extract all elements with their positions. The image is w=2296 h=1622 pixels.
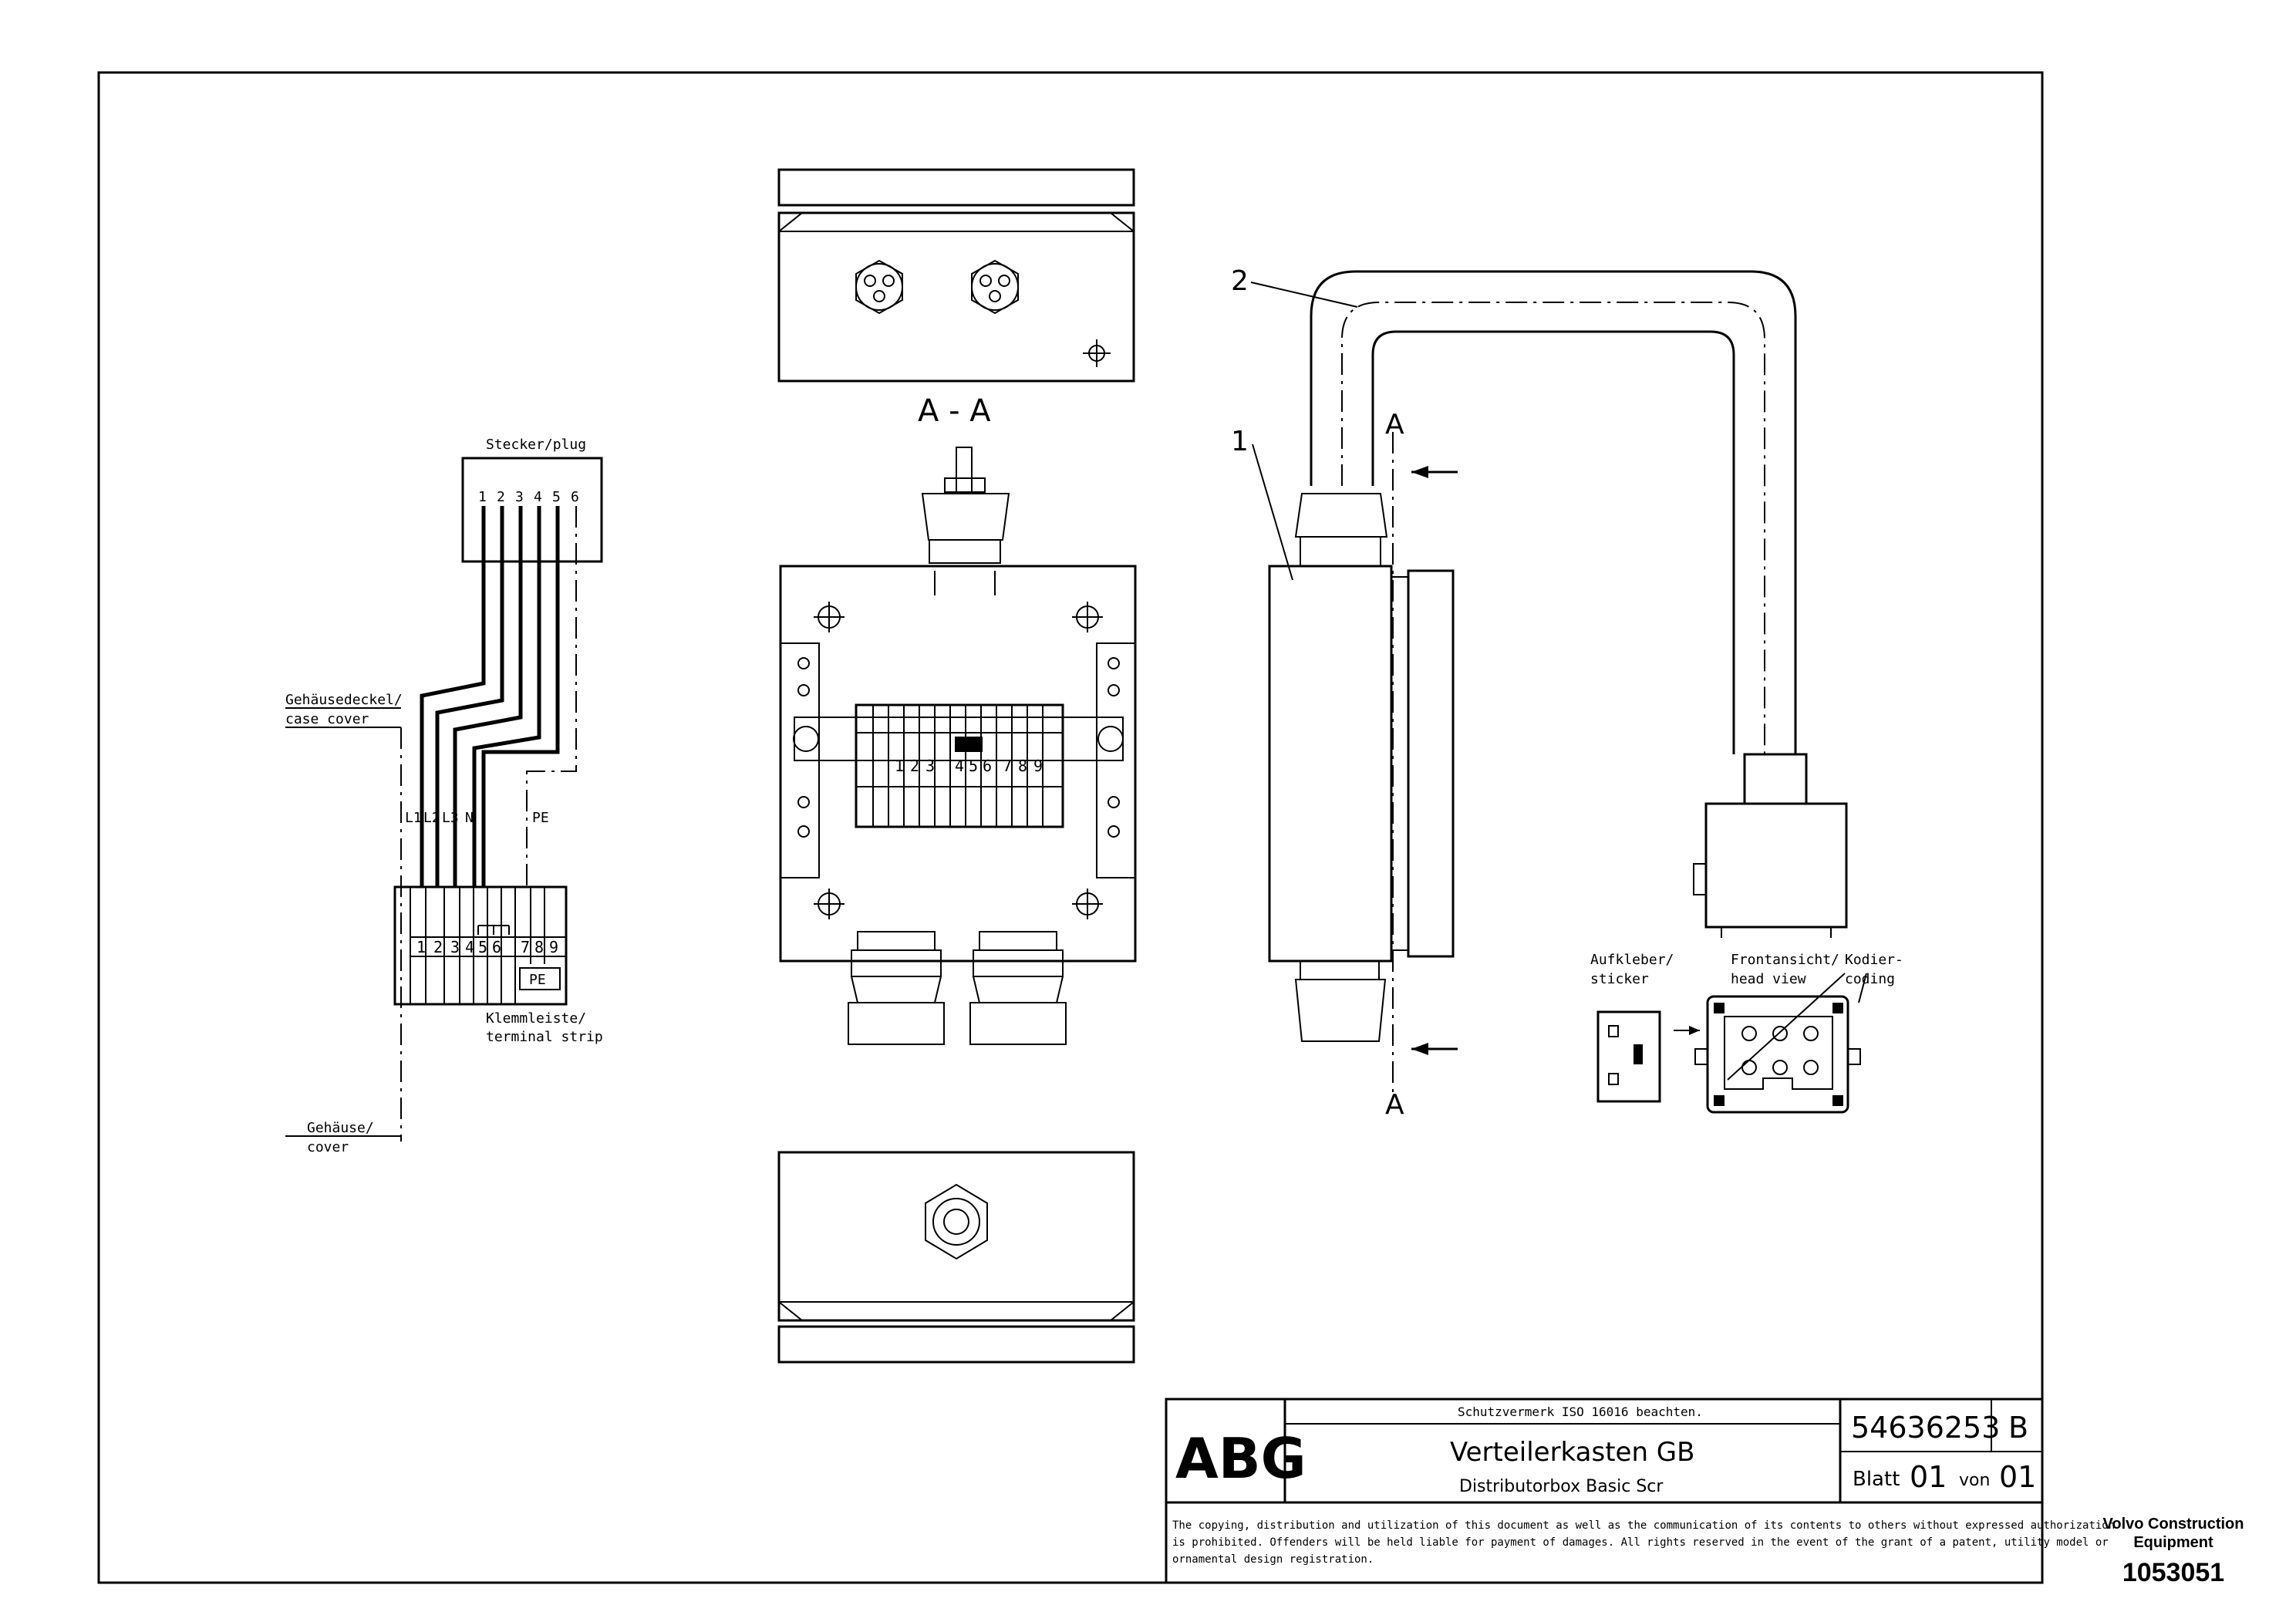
plug-pin: 2 [497,489,505,505]
logo: ABG [1175,1426,1306,1491]
callout-2: 2 [1231,265,1249,297]
copyright-text: is prohibited. Offenders will be held li… [1172,1536,2109,1549]
head-view [1706,995,1849,1114]
terminal-number: 6 [492,938,501,956]
terminal-pe-label: PE [529,972,546,988]
sticker-label: Aufkleber/ [1590,952,1674,968]
plug-pin: 6 [571,489,579,505]
section-marker-top: A [1385,409,1404,440]
drawing-frame [97,71,2044,1584]
terminal-number: 8 [534,938,544,956]
box-terminal-number: 2 [910,757,919,775]
plug-label: Stecker/plug [486,437,586,453]
coding-label: Kodier- [1845,952,1903,968]
wire-labels: L1 L2 L3 N PE [405,810,549,826]
callout-1: 1 [1231,426,1249,457]
plug-pin-labels: 1 2 3 4 5 6 [478,489,579,505]
front-view: 1 2 3 4 5 6 7 8 9 [779,447,1137,1045]
plug-pin: 1 [478,489,487,505]
bottom-view [777,1151,1135,1364]
terminal-strip [393,885,568,1006]
section-marker-bottom: A [1385,1089,1404,1121]
box-terminal-number: 8 [1018,757,1027,775]
wiring-schematic: Stecker/plug 1 2 3 4 5 6 Gehäusedeckel/ … [285,437,603,1155]
terminal-number: 2 [433,938,443,956]
wire-label-l2: L2 [423,810,440,826]
wire-label-n: N [465,810,474,826]
terminal-number: 1 [416,938,426,956]
sheet-label: Blatt [1853,1468,1900,1491]
case-cover-label: Gehäusedeckel/ [285,692,403,708]
terminal-number: 3 [450,938,460,956]
box-terminal-number: 7 [1003,757,1012,775]
terminal-number: 9 [549,938,558,956]
box-terminal-number: 3 [925,757,935,775]
plug-pin: 4 [534,489,542,505]
terminal-dividers [410,887,566,1004]
sheet-number: 01 [1910,1460,1947,1494]
drawing-number: 54636253 [1851,1411,2000,1445]
connector-detail: Aufkleber/ sticker Frontansicht/ head vi… [1590,952,1903,1114]
housing-label: Gehäuse/ [307,1120,374,1136]
box-terminal-number: 6 [983,757,992,775]
case-cover-label-en: case cover [285,711,369,727]
revision: B [2008,1411,2028,1445]
sticker [1596,1010,1661,1103]
section-label: A - A [918,393,991,429]
terminal-numbers: 1 2 3 4 5 6 7 8 9 [416,938,558,956]
sheet-total: 01 [1999,1460,2036,1494]
plug-pin: 5 [552,489,561,505]
terminal-number: 5 [478,938,487,956]
housing-label-en: cover [307,1139,349,1155]
copyright-text: ornamental design registration. [1172,1553,1374,1566]
wire-label-l1: L1 [405,810,422,826]
company-name-line2: Equipment [2133,1534,2213,1551]
copyright-text: The copying, distribution and utilizatio… [1172,1519,2115,1532]
head-view-label: Frontansicht/ [1731,952,1839,968]
wire-label-pe: PE [532,810,549,826]
terminal-strip-label-en: terminal strip [486,1029,603,1045]
drawing-title-de: Verteilerkasten GB [1450,1437,1694,1468]
terminal-pe-box [519,967,561,990]
top-view [777,168,1135,383]
box-terminal-number: 1 [895,757,904,775]
box-terminal-number: 4 [955,757,964,775]
box-terminal-number: 9 [1033,757,1043,775]
wires [420,506,577,887]
image-id: 1053051 [2122,1558,2224,1587]
company-name: Volvo Construction [2103,1516,2244,1533]
box-terminal-number: 5 [969,757,978,775]
side-view [1250,270,1848,1095]
plug-block [461,457,603,563]
terminal-number: 7 [521,938,530,956]
title-block: ABG Schutzvermerk ISO 16016 beachten. Ve… [1165,1398,2115,1584]
box-terminal-block [855,703,1064,828]
copy-notice: Schutzvermerk ISO 16016 beachten. [1458,1404,1703,1419]
plug-pin: 3 [515,489,524,505]
terminal-number: 4 [465,938,474,956]
distributor-housing [1268,565,1393,963]
head-view-label-en: head view [1731,971,1806,987]
sticker-label-en: sticker [1590,971,1649,987]
coding-label-en: coding [1845,971,1895,987]
drawing-title-en: Distributorbox Basic Scr [1459,1477,1664,1496]
terminal-strip-label: Klemmleiste/ [486,1010,586,1027]
wire-label-l3: L3 [442,810,459,826]
of-label: von [1959,1471,1990,1490]
box-terminal-numbers: 1 2 3 4 5 6 7 8 9 [895,757,1043,775]
